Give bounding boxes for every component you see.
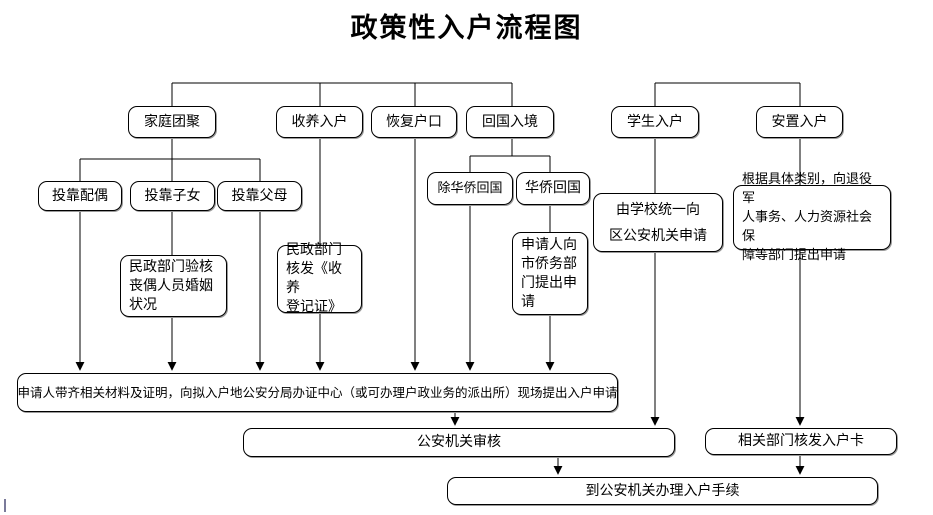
node-school-apply: 由学校统一向 区公安机关申请 (593, 193, 723, 252)
node-police-review: 公安机关审核 (243, 428, 675, 457)
node-non-overseas-return: 除华侨回国 (427, 172, 513, 205)
node-onsite-application: 申请人带齐相关材料及证明，向拟入户地公安分局办证中心（或可办理户政业务的派出所）… (17, 373, 618, 412)
node-adoption: 收养入户 (276, 106, 363, 138)
node-complete-procedure: 到公安机关办理入户手续 (447, 477, 878, 505)
text-cursor (4, 499, 6, 512)
node-student: 学生入户 (611, 106, 699, 138)
node-civil-verify-marriage: 民政部门验核 丧偶人员婚姻 状况 (120, 255, 227, 317)
node-join-spouse: 投靠配偶 (38, 181, 122, 211)
node-join-parents: 投靠父母 (217, 181, 302, 211)
page-title: 政策性入户流程图 (350, 13, 583, 44)
node-return-entry: 回国入境 (466, 106, 554, 138)
node-overseas-return: 华侨回国 (516, 172, 590, 205)
node-join-children: 投靠子女 (130, 181, 215, 211)
node-resettlement-apply: 根据具体类别，向退役军 人事务、人力资源社会保 障等部门提出申请 (733, 172, 891, 263)
node-family-reunion: 家庭团聚 (128, 106, 216, 138)
node-restore-hukou: 恢复户口 (371, 106, 457, 138)
node-civil-adoption-cert: 民政部门 核发《收养 登记证》 (277, 242, 362, 315)
node-issue-entry-card: 相关部门核发入户卡 (705, 428, 897, 455)
node-overseas-affairs-apply: 申请人向 市侨务部 门提出申 请 (512, 232, 588, 315)
node-resettlement: 安置入户 (756, 106, 843, 138)
